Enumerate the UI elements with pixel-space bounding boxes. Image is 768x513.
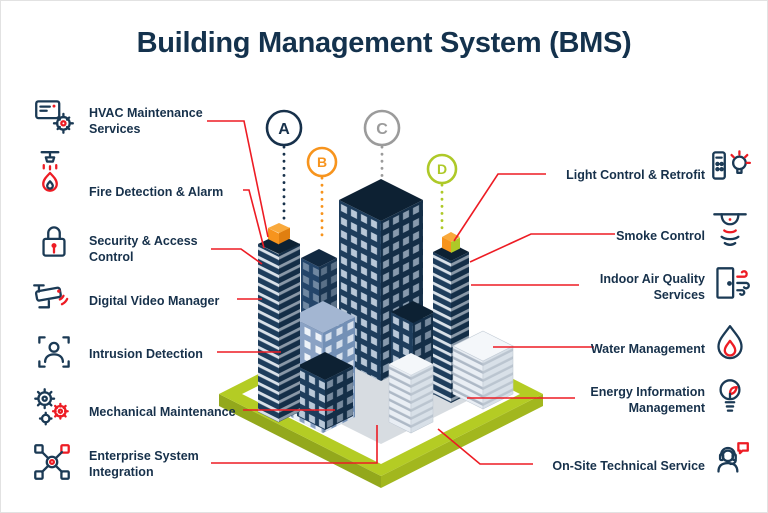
service-label-mechanical: Mechanical Maintenance xyxy=(89,405,236,419)
marker-d: D xyxy=(426,153,458,185)
svg-text:D: D xyxy=(437,161,447,177)
connector-fire xyxy=(243,189,265,249)
service-label-enterprise: Enterprise System Integration xyxy=(89,449,199,480)
padlock-icon xyxy=(31,219,77,265)
service-label-smoke: Smoke Control xyxy=(616,229,705,243)
water-drop-icon xyxy=(707,321,753,367)
service-label-fire: Fire Detection & Alarm xyxy=(89,185,224,199)
system-integration-icon xyxy=(29,439,75,485)
marker-a: A xyxy=(265,109,303,147)
building-low-right xyxy=(452,330,514,410)
air-quality-icon xyxy=(707,261,753,307)
service-label-intrusion: Intrusion Detection xyxy=(89,347,203,361)
connector-security xyxy=(211,248,263,265)
cctv-camera-icon xyxy=(29,277,75,323)
connector-hvac xyxy=(207,120,269,238)
light-control-icon xyxy=(707,143,753,189)
connector-enterprise xyxy=(211,425,378,464)
service-label-energy: Energy Information Management xyxy=(590,385,705,416)
tower-d xyxy=(433,232,469,403)
service-label-video: Digital Video Manager xyxy=(89,294,220,308)
smoke-detector-icon xyxy=(707,207,753,253)
service-label-security: Security & Access Control xyxy=(89,234,198,265)
connector-light xyxy=(453,173,546,242)
marker-c: C xyxy=(363,109,401,147)
tower-a xyxy=(258,223,300,423)
svg-text:B: B xyxy=(317,154,327,170)
page-title: Building Management System (BMS) xyxy=(136,27,632,59)
fire-sprinkler-icon xyxy=(27,147,73,199)
service-label-airquality: Indoor Air Quality Services xyxy=(599,272,705,303)
hvac-services-icon xyxy=(31,93,77,139)
technician-headset-icon xyxy=(707,437,753,483)
building-white-front xyxy=(388,353,434,434)
svg-text:C: C xyxy=(376,121,388,138)
connector-onsite xyxy=(437,428,533,465)
markers: A B C D xyxy=(265,109,458,185)
buildings xyxy=(258,179,514,434)
gears-icon xyxy=(29,383,75,429)
service-label-hvac: HVAC Maintenance Services xyxy=(89,106,203,137)
building-dark-grid xyxy=(297,352,353,430)
service-label-onsite: On-Site Technical Service xyxy=(552,459,705,473)
connector-lines xyxy=(207,120,615,465)
svg-text:A: A xyxy=(278,121,290,138)
energy-bulb-icon xyxy=(707,373,753,419)
marker-b: B xyxy=(306,146,338,178)
service-label-water: Water Management xyxy=(590,342,705,356)
connector-smoke xyxy=(469,233,615,263)
service-label-light: Light Control & Retrofit xyxy=(566,168,705,182)
intrusion-person-icon xyxy=(31,329,77,375)
